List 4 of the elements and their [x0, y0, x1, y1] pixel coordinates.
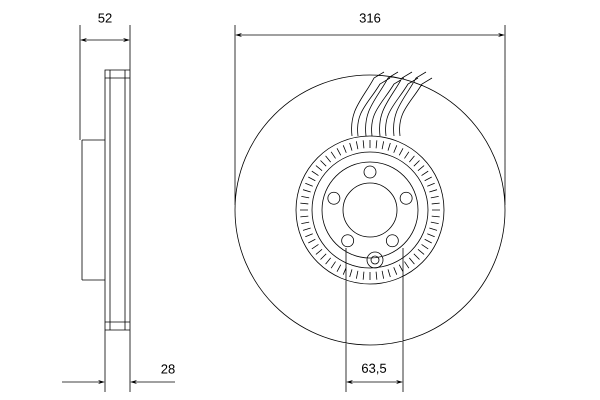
dimension-label: 63,5	[360, 362, 388, 376]
dimension-label: 52	[96, 12, 114, 24]
dimension-label: 28	[160, 363, 176, 375]
dimension-label: 316	[358, 12, 382, 24]
